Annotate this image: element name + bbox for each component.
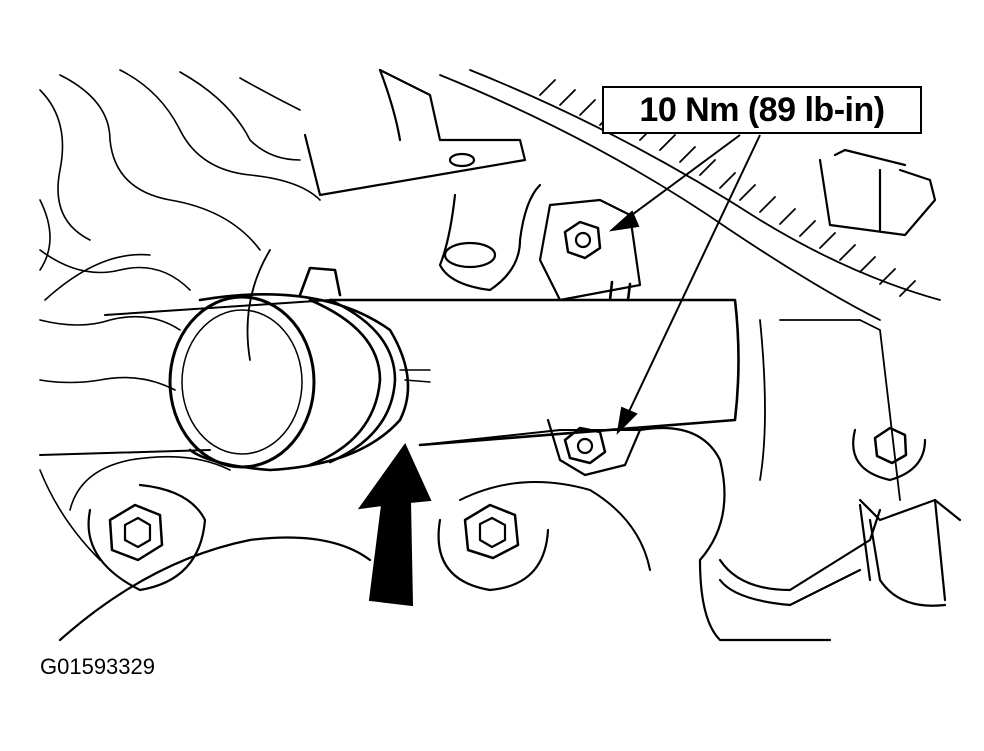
arrow-head-lower-bolt bbox=[616, 406, 638, 435]
torque-spec-label: 10 Nm (89 lb-in) bbox=[639, 90, 885, 129]
bracket bbox=[303, 68, 527, 197]
coolant-pipe bbox=[168, 266, 740, 472]
upper-flange bbox=[538, 198, 642, 302]
lower-flange bbox=[546, 418, 642, 477]
installation-direction-arrow bbox=[357, 443, 432, 607]
harness-connector bbox=[818, 148, 937, 237]
lower-hose bbox=[858, 498, 962, 607]
figure-id-label: G01593329 bbox=[40, 654, 155, 679]
torque-callout: 10 Nm (89 lb-in) bbox=[602, 86, 922, 134]
arrow-head-upper-bolt bbox=[608, 210, 640, 232]
casting-contours bbox=[39, 69, 321, 561]
wiring-harness bbox=[439, 69, 941, 321]
hex-bolts bbox=[87, 426, 927, 592]
torque-leader-arrows bbox=[608, 134, 761, 435]
